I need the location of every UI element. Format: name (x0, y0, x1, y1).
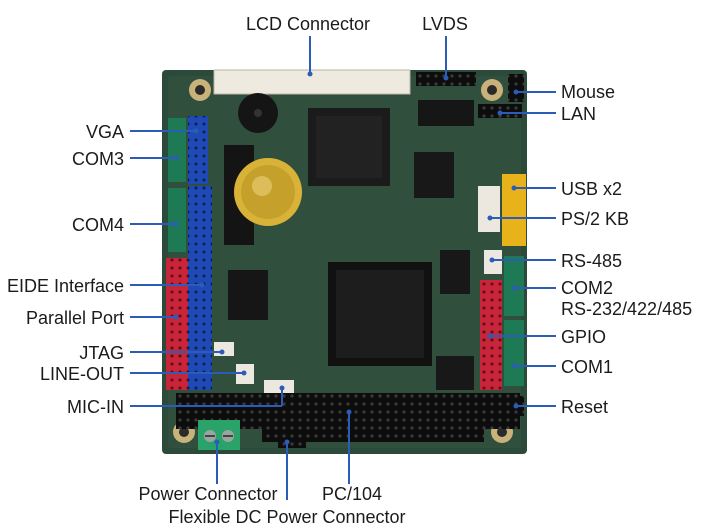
label-com2-standard: RS-232/422/485 (561, 299, 692, 319)
ic-chip (440, 250, 470, 294)
label-pc104: PC/104 (322, 484, 382, 504)
label-usb-x2: USB x2 (561, 179, 622, 199)
eide-header (188, 186, 212, 390)
leader-lines (130, 36, 556, 500)
label-mic-in: MIC-IN (67, 397, 124, 417)
controller-chip (414, 152, 454, 198)
label-power-connector: Power Connector (138, 484, 277, 504)
label-com2: COM2 (561, 278, 613, 298)
pc104-connector-lower (262, 428, 484, 442)
label-line-out: LINE-OUT (40, 364, 124, 384)
vga-header (188, 116, 208, 184)
labels: LCD Connector LVDS Mouse LAN USB x2 PS/2… (7, 14, 692, 527)
label-reset: Reset (561, 397, 608, 417)
io-chip (228, 270, 268, 320)
label-lan: LAN (561, 104, 596, 124)
jtag-connector (214, 342, 234, 356)
mounting-hole-icon (481, 79, 503, 101)
pcb-board (162, 69, 527, 454)
mouse-header (508, 74, 524, 102)
label-rs485: RS-485 (561, 251, 622, 271)
parallel-port-header (166, 258, 188, 390)
ps2-kb-connector (478, 186, 500, 232)
label-lvds: LVDS (422, 14, 468, 34)
memory-chip (418, 100, 474, 126)
label-ps2-kb: PS/2 KB (561, 209, 629, 229)
label-lcd-connector: LCD Connector (246, 14, 370, 34)
label-com1: COM1 (561, 357, 613, 377)
label-gpio: GPIO (561, 327, 606, 347)
label-com3: COM3 (72, 149, 124, 169)
label-flexible-dc-power-connector: Flexible DC Power Connector (168, 507, 405, 527)
label-vga: VGA (86, 122, 124, 142)
flexible-dc-header (278, 436, 306, 448)
label-parallel-port: Parallel Port (26, 308, 124, 328)
com4-header (168, 188, 186, 252)
label-mouse: Mouse (561, 82, 615, 102)
com1-header (504, 320, 524, 386)
mic-in-connector (264, 380, 294, 394)
com3-header (168, 118, 186, 182)
mounting-hole-icon (189, 79, 211, 101)
label-com4: COM4 (72, 215, 124, 235)
label-jtag: JTAG (79, 343, 124, 363)
label-eide-interface: EIDE Interface (7, 276, 124, 296)
usb-x2-connector (502, 174, 526, 246)
ic-chip (436, 356, 474, 390)
